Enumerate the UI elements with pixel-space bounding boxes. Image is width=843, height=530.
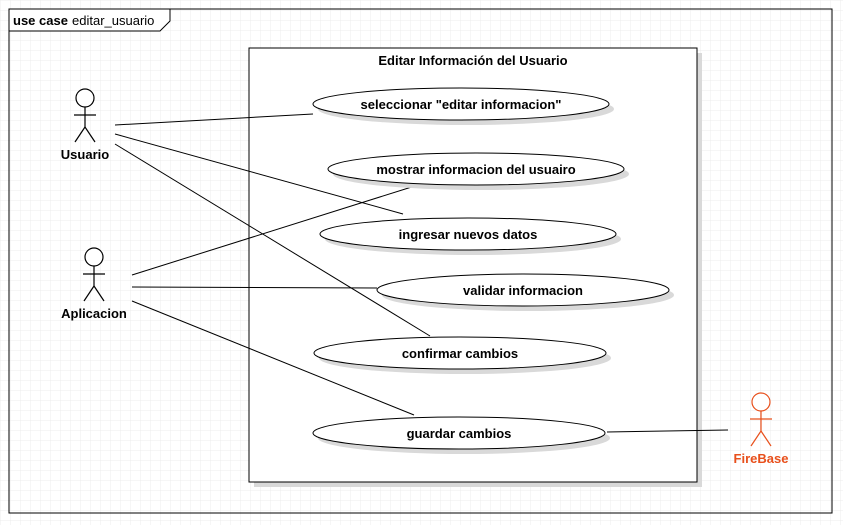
use-case-validar[interactable]: validar informacion bbox=[376, 273, 674, 311]
use-case-mostrar[interactable]: mostrar informacion del usuairo bbox=[327, 152, 629, 190]
actor-figure-icon bbox=[750, 392, 772, 447]
association-usuario-ingresar[interactable] bbox=[114, 133, 404, 215]
association-usuario-seleccionar[interactable] bbox=[114, 113, 314, 126]
frame-name: editar_usuario bbox=[72, 13, 154, 28]
use-case-seleccionar[interactable]: seleccionar "editar informacion" bbox=[312, 87, 614, 125]
use-case-label: validar informacion bbox=[463, 283, 583, 298]
actor-aplicacion[interactable]: Aplicacion bbox=[61, 247, 127, 321]
actor-label: Usuario bbox=[61, 147, 109, 162]
use-case-confirmar[interactable]: confirmar cambios bbox=[313, 336, 611, 374]
frame-name-tab bbox=[8, 8, 171, 32]
system-title: Editar Información del Usuario bbox=[378, 53, 567, 68]
use-case-ellipse[interactable] bbox=[313, 336, 607, 370]
association-aplicacion-guardar[interactable] bbox=[131, 300, 415, 416]
actor-figure-icon bbox=[83, 247, 105, 302]
use-case-ellipse[interactable] bbox=[312, 416, 606, 450]
use-case-label: guardar cambios bbox=[407, 426, 512, 441]
actor-firebase[interactable]: FireBase bbox=[734, 392, 789, 466]
association-usuario-confirmar[interactable] bbox=[114, 143, 431, 337]
association-lines bbox=[114, 113, 729, 433]
actor-label: FireBase bbox=[734, 451, 789, 466]
use-case-label: seleccionar "editar informacion" bbox=[361, 97, 562, 112]
frame-keyword: use case bbox=[13, 13, 68, 28]
association-aplicacion-validar[interactable] bbox=[131, 286, 378, 289]
use-case-label: mostrar informacion del usuairo bbox=[376, 162, 575, 177]
use-case-ellipse[interactable] bbox=[319, 217, 617, 251]
association-firebase-guardar[interactable] bbox=[606, 429, 729, 433]
use-case-label: ingresar nuevos datos bbox=[399, 227, 538, 242]
association-aplicacion-mostrar[interactable] bbox=[131, 184, 419, 276]
use-case-ellipse[interactable] bbox=[327, 152, 625, 186]
diagram-frame bbox=[8, 8, 833, 514]
actor-label: Aplicacion bbox=[61, 306, 127, 321]
use-case-ellipse[interactable] bbox=[376, 273, 670, 307]
use-case-ingresar[interactable]: ingresar nuevos datos bbox=[319, 217, 621, 255]
actor-figure-icon bbox=[74, 88, 96, 143]
actor-usuario[interactable]: Usuario bbox=[61, 88, 109, 162]
use-case-guardar[interactable]: guardar cambios bbox=[312, 416, 610, 454]
use-cases: seleccionar "editar informacion" mostrar … bbox=[312, 87, 674, 454]
use-case-label: confirmar cambios bbox=[402, 346, 518, 361]
use-case-ellipse[interactable] bbox=[312, 87, 610, 121]
